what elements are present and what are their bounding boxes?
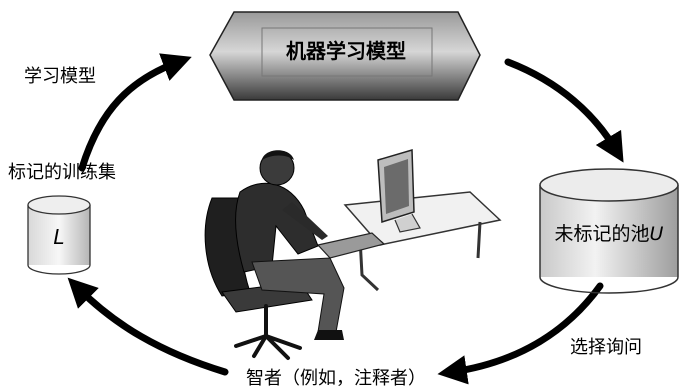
unlabeled-pool-label: 未标记的池U — [555, 223, 664, 245]
model-box-label: 机器学习模型 — [286, 39, 406, 63]
labeled-set-caption: 标记的训练集 — [8, 162, 116, 183]
label-select-query: 选择询问 — [570, 337, 642, 358]
arrow-learn-model — [78, 53, 192, 172]
label-learn-model: 学习模型 — [24, 66, 96, 87]
arrow-select-query — [437, 282, 604, 385]
model-box: 机器学习模型 — [209, 11, 481, 101]
labeled-set-symbol: L — [53, 225, 64, 249]
labeled-set-cylinder: L — [27, 195, 91, 275]
arrow-oracle — [67, 277, 229, 376]
label-oracle: 智者（例如，注释者） — [246, 368, 426, 389]
unlabeled-pool-cylinder: 未标记的池U — [539, 168, 679, 294]
person-at-computer-icon — [204, 149, 502, 360]
arrow-to-model-output — [504, 58, 624, 163]
